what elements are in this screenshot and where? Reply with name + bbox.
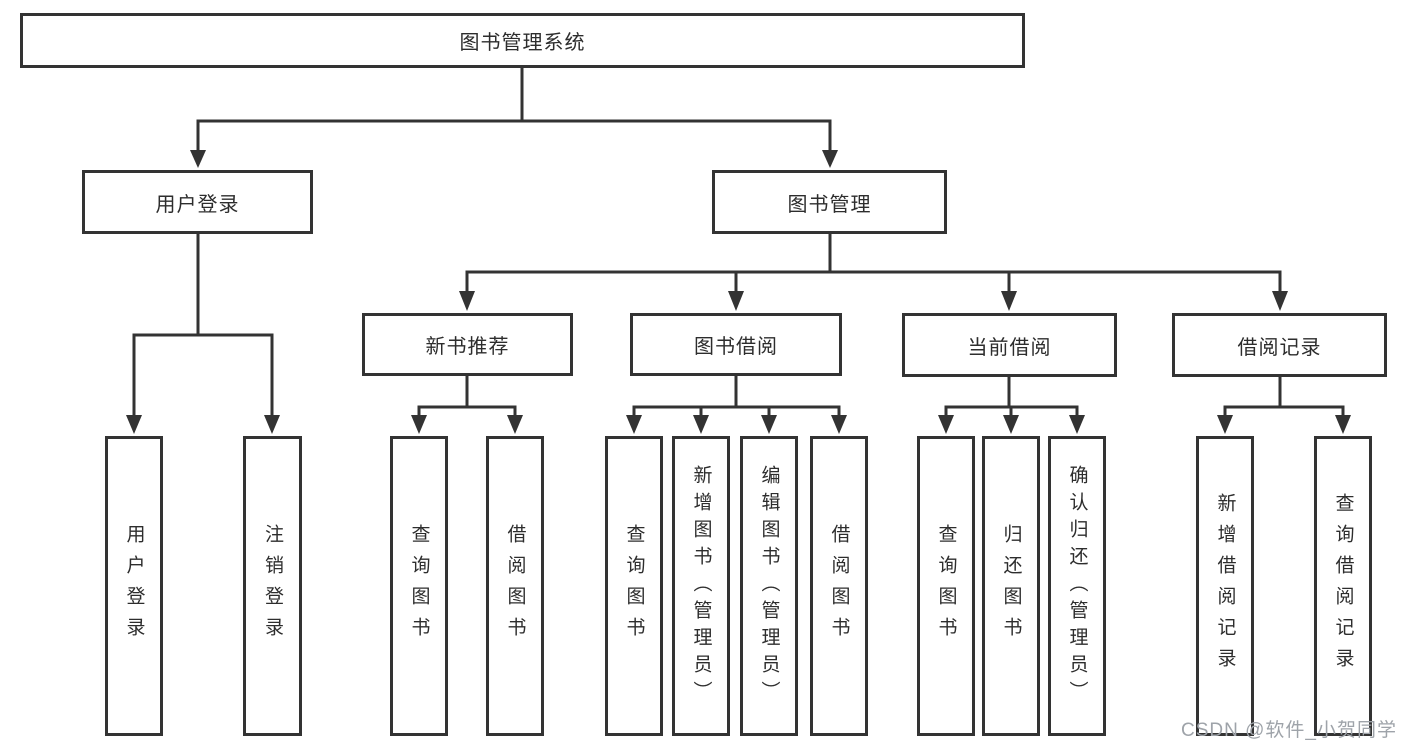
node-current-borrow: 当前借阅	[902, 313, 1117, 377]
leaf-user-login-label: 用户登录	[123, 524, 145, 648]
leaf-recommend-borrow-books-label: 借阅图书	[504, 524, 526, 648]
leaf-recommend-borrow-books: 借阅图书	[486, 436, 544, 736]
leaf-return-books: 归还图书	[982, 436, 1040, 736]
edge-root-to-level2	[190, 66, 838, 168]
node-book-management: 图书管理	[712, 170, 947, 234]
leaf-logout: 注销登录	[243, 436, 302, 736]
leaf-recommend-query-books: 查询图书	[390, 436, 448, 736]
node-new-book-recommend: 新书推荐	[362, 313, 573, 376]
leaf-borrow-books-label: 借阅图书	[828, 524, 850, 648]
leaf-current-query-books-label: 查询图书	[935, 524, 957, 648]
edge-book-borrow-to-leaves	[626, 374, 847, 434]
leaf-borrow-books: 借阅图书	[810, 436, 868, 736]
node-book-management-label: 图书管理	[787, 193, 872, 216]
leaf-borrow-query-books-label: 查询图书	[623, 524, 645, 648]
leaf-add-books-admin-label: 新增图书（管理员）	[690, 464, 712, 708]
leaf-current-query-books: 查询图书	[917, 436, 975, 736]
edge-new-book-recommend-to-leaves	[411, 374, 523, 434]
leaf-confirm-return-admin: 确认归还（管理员）	[1048, 436, 1106, 736]
node-user-login: 用户登录	[82, 170, 313, 234]
watermark: CSDN @软件_小贺同学	[1181, 720, 1397, 741]
edge-borrow-records-to-leaves	[1217, 375, 1351, 434]
leaf-borrow-query-books: 查询图书	[605, 436, 663, 736]
node-book-borrow-label: 图书借阅	[694, 336, 778, 358]
leaf-confirm-return-admin-label: 确认归还（管理员）	[1066, 464, 1088, 708]
leaf-logout-label: 注销登录	[262, 524, 283, 648]
leaf-recommend-query-books-label: 查询图书	[408, 524, 430, 648]
node-root: 图书管理系统	[20, 13, 1025, 68]
leaf-query-borrow-record: 查询借阅记录	[1314, 436, 1372, 736]
leaf-add-books-admin: 新增图书（管理员）	[672, 436, 730, 736]
leaf-edit-books-admin: 编辑图书（管理员）	[740, 436, 798, 736]
node-new-book-recommend-label: 新书推荐	[425, 336, 510, 358]
node-root-label: 图书管理系统	[459, 32, 586, 54]
leaf-user-login: 用户登录	[105, 436, 163, 736]
node-borrow-records-label: 借阅记录	[1237, 336, 1322, 359]
leaf-add-borrow-record: 新增借阅记录	[1196, 436, 1254, 736]
edge-book-management-to-level3	[459, 231, 1288, 311]
leaf-return-books-label: 归还图书	[1000, 524, 1022, 648]
edge-user-login-to-leaves	[126, 232, 280, 434]
leaf-add-borrow-record-label: 新增借阅记录	[1214, 493, 1236, 679]
node-book-borrow: 图书借阅	[630, 313, 842, 376]
leaf-query-borrow-record-label: 查询借阅记录	[1332, 493, 1354, 679]
edge-current-borrow-to-leaves	[938, 375, 1085, 434]
node-user-login-label: 用户登录	[155, 193, 240, 216]
leaf-edit-books-admin-label: 编辑图书（管理员）	[758, 464, 780, 708]
node-borrow-records: 借阅记录	[1172, 313, 1387, 377]
node-current-borrow-label: 当前借阅	[967, 336, 1052, 359]
